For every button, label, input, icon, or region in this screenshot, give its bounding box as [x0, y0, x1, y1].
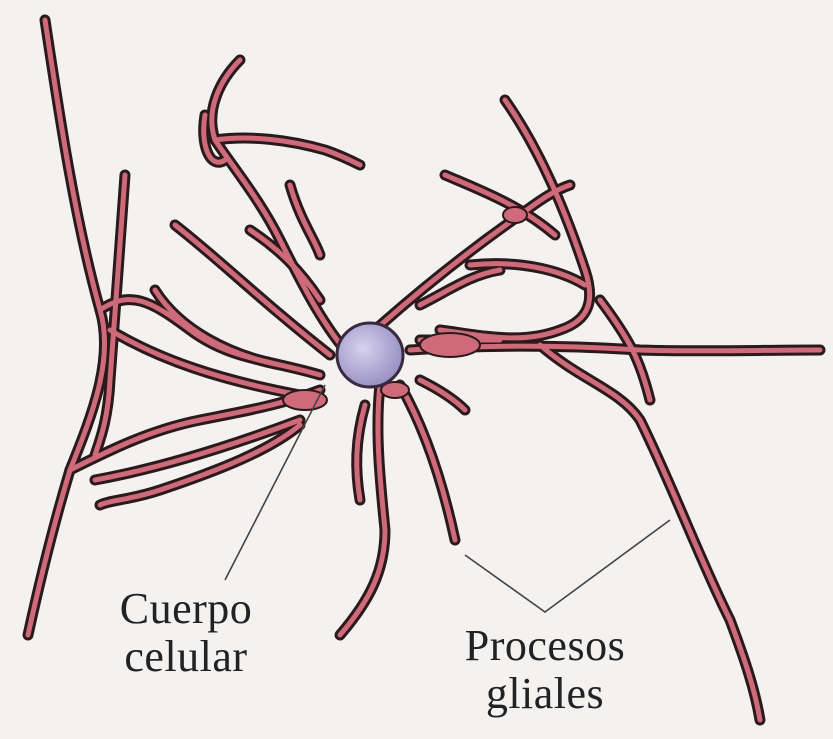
glial-process: [28, 20, 105, 635]
glial-processes-label-line2: gliales: [425, 670, 665, 718]
glial-processes-leader-line: [465, 520, 670, 612]
glial-process-fill: [420, 380, 465, 410]
glial-processes-label: Procesos gliales: [425, 622, 665, 718]
cell-body-label-line1: Cuerpo: [96, 585, 276, 633]
glial-process: [400, 385, 455, 540]
cell-body-label: Cuerpo celular: [96, 585, 276, 681]
process-swelling: [420, 333, 480, 357]
cell-body: [337, 323, 403, 387]
process-swelling: [503, 207, 527, 223]
glial-process: [375, 185, 570, 330]
glial-processes-label-line1: Procesos: [425, 622, 665, 670]
glial-process-fill: [28, 20, 105, 635]
glial-process-fill: [290, 185, 320, 255]
cell-body-label-line2: celular: [96, 633, 276, 681]
